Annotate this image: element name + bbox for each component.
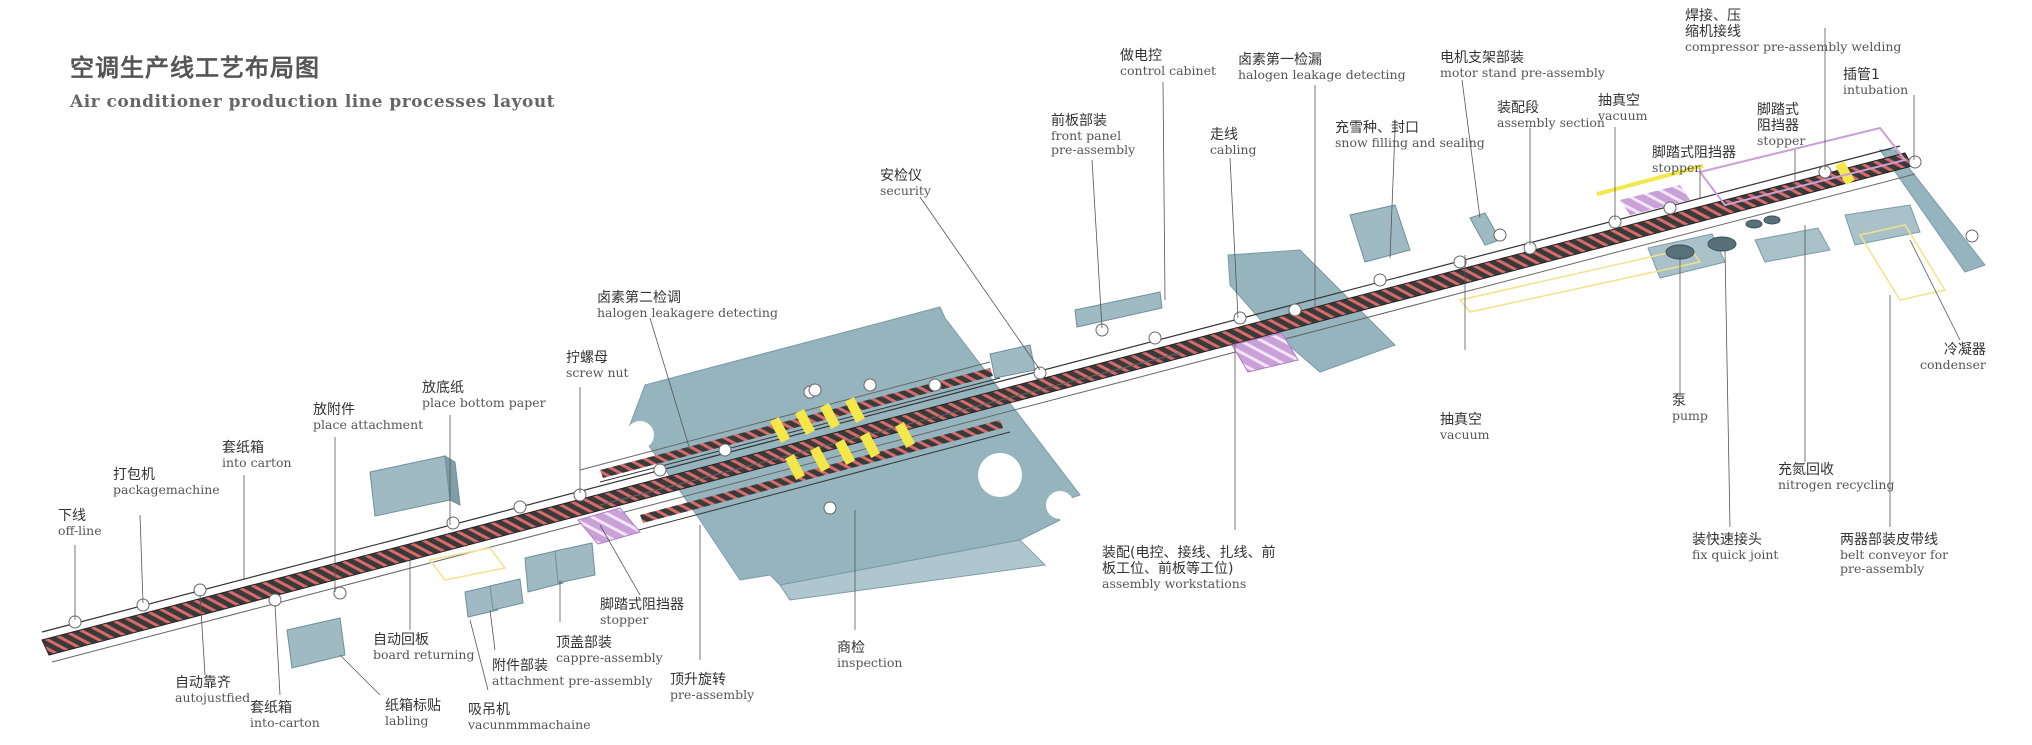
yellow-outlines — [428, 224, 1947, 581]
equipment-boxes — [286, 204, 1501, 669]
pump-cylinders — [1665, 215, 1781, 260]
operator-markers — [68, 155, 1979, 629]
purple-stations — [577, 126, 1907, 545]
label-assembly-workstations: 装配(电控、接线、扎线、前板工位、前板等工位)assembly workstat… — [1102, 545, 1276, 592]
leader-lines — [74, 28, 1961, 696]
main-conveyor — [41, 145, 1916, 663]
yellow-workstations — [769, 160, 1855, 480]
title-en: Air conditioner production line processe… — [70, 92, 556, 112]
title-cn: 空调生产线工艺布局图 — [70, 54, 320, 82]
